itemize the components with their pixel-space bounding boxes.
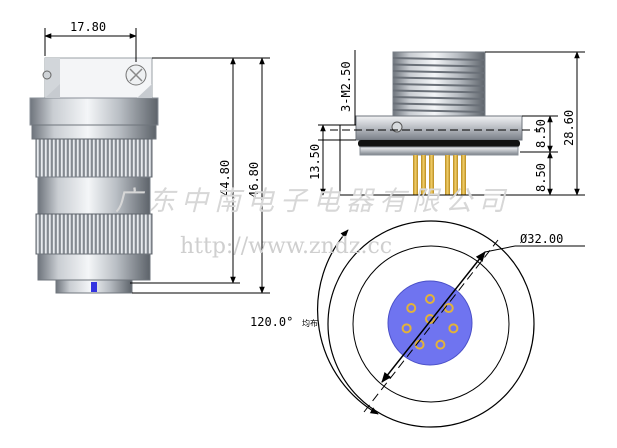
- watermark-company: 广东中南电子电器有限公司: [115, 186, 511, 217]
- dim-diameter-label: Ø32.00: [520, 232, 563, 246]
- dim-height-outer-label: 46.80: [247, 162, 261, 198]
- dim-angle-label: 120.0°: [250, 315, 293, 329]
- plug-side-view: 17.80 44.80 46.80: [29, 20, 270, 294]
- blue-mark: [91, 282, 97, 292]
- plug-collar: [31, 124, 157, 140]
- thread-line: [392, 83, 486, 87]
- socket-flange: [355, 115, 523, 141]
- outer-circle: [327, 220, 535, 428]
- socket-face-view: Ø32.00 120.0° 均布: [250, 220, 585, 428]
- upper-knurl: [35, 138, 153, 178]
- plug-shoulder: [29, 97, 159, 126]
- thread-lines: [392, 57, 486, 113]
- socket-side-view: 3-M2.50 13.50 8.50 8.50 28.60: [308, 50, 585, 196]
- thread-line: [392, 109, 486, 113]
- dim-thread-label: 3-M2.50: [339, 61, 353, 112]
- dim-total-height-label: 28.60: [562, 110, 576, 146]
- angle-arc: [316, 229, 379, 415]
- thread-line: [392, 76, 486, 81]
- middle-band: [37, 176, 151, 215]
- top-hole-left: [42, 70, 52, 80]
- dim-angle-note: 均布: [302, 318, 318, 328]
- gasket: [358, 140, 520, 147]
- dim-flange-height-label: 13.50: [308, 144, 322, 180]
- thread-line: [392, 96, 486, 100]
- dim-top-gap-label: 8.50: [534, 119, 548, 148]
- thread-line: [392, 63, 486, 68]
- socket-pins: [413, 155, 466, 195]
- bottom-ring: [37, 253, 151, 281]
- thread-line: [392, 102, 486, 107]
- watermark-url: http://www.zndz.cc: [180, 234, 392, 259]
- thread-line: [392, 70, 486, 74]
- dim-bottom-gap-label: 8.50: [534, 163, 548, 192]
- lower-knurl: [35, 213, 153, 255]
- dim-width-label: 17.80: [70, 20, 106, 34]
- thread-line: [392, 57, 486, 61]
- dim-height-inner-label: 44.80: [218, 160, 232, 196]
- thread-line: [392, 89, 486, 94]
